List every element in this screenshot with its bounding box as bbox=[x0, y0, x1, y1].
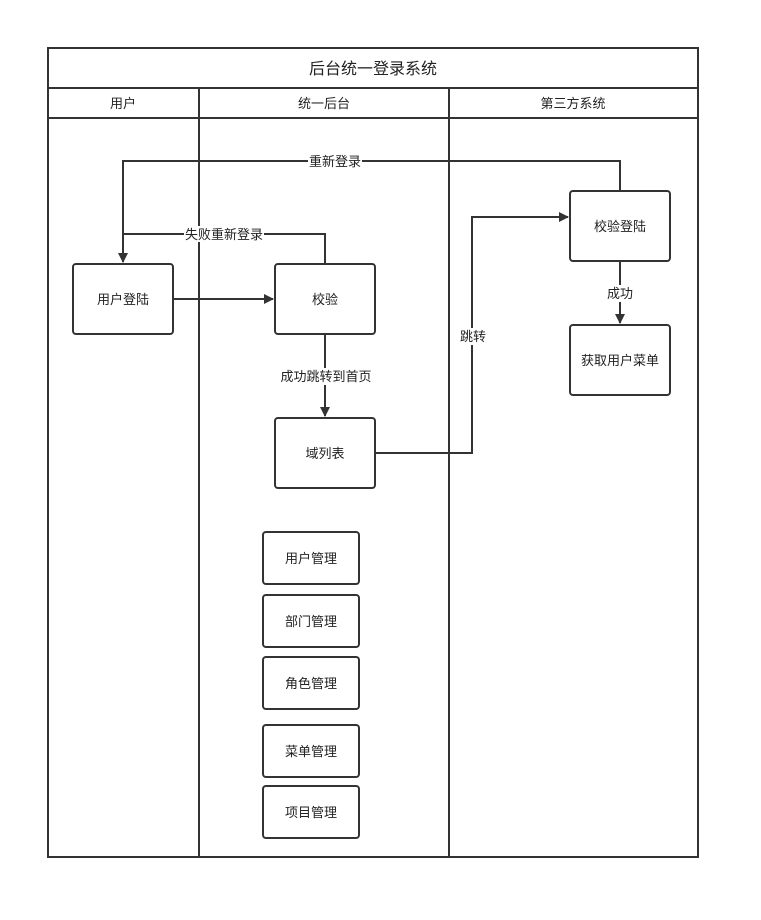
node-dept-mgmt: 部门管理 bbox=[262, 594, 360, 648]
node-domain-list: 域列表 bbox=[274, 417, 376, 489]
edge-relogin-label: 重新登录 bbox=[309, 154, 361, 170]
node-verify-login-label: 校验登陆 bbox=[594, 219, 646, 235]
node-role-mgmt-label: 角色管理 bbox=[285, 676, 337, 692]
node-user-mgmt-label: 用户管理 bbox=[285, 551, 337, 567]
node-menu-mgmt: 菜单管理 bbox=[262, 724, 360, 778]
node-menu-mgmt-label: 菜单管理 bbox=[285, 745, 337, 760]
edge-success-label: 成功 bbox=[607, 287, 633, 302]
node-role-mgmt: 角色管理 bbox=[262, 656, 360, 710]
node-dept-mgmt-label: 部门管理 bbox=[285, 615, 337, 630]
node-get-user-menu: 获取用户菜单 bbox=[569, 324, 671, 396]
lane-header-third-party: 第三方系统 bbox=[540, 96, 605, 112]
lane-header-backend: 统一后台 bbox=[298, 97, 350, 112]
node-get-user-menu-label: 获取用户菜单 bbox=[581, 353, 659, 369]
node-verify: 校验 bbox=[274, 263, 376, 335]
node-verify-login: 校验登陆 bbox=[569, 190, 671, 262]
diagram-title: 后台统一登录系统 bbox=[309, 59, 437, 78]
node-project-mgmt: 项目管理 bbox=[262, 785, 360, 839]
edge-relogin bbox=[118, 160, 621, 263]
node-user-login-label: 用户登陆 bbox=[97, 292, 149, 308]
edge-relogin-label-bg bbox=[308, 153, 362, 169]
edge-fail-relogin-label: 失败重新登录 bbox=[185, 227, 263, 243]
node-verify-label: 校验 bbox=[312, 292, 338, 308]
pool-frame bbox=[47, 47, 699, 858]
edge-success-home-label-bg bbox=[279, 368, 373, 385]
edge-jump-label: 跳转 bbox=[460, 330, 486, 345]
edge-success-home-label: 成功跳转到首页 bbox=[280, 370, 371, 385]
node-project-mgmt-label: 项目管理 bbox=[285, 806, 337, 821]
edge-fail-relogin-label-bg bbox=[184, 226, 264, 242]
lane-header-user: 用户 bbox=[110, 96, 136, 112]
node-user-mgmt: 用户管理 bbox=[262, 531, 360, 585]
node-domain-list-label: 域列表 bbox=[305, 447, 344, 462]
node-user-login: 用户登陆 bbox=[72, 263, 174, 335]
edge-success-label-bg bbox=[605, 285, 635, 302]
edge-jump-label-bg bbox=[458, 328, 488, 345]
